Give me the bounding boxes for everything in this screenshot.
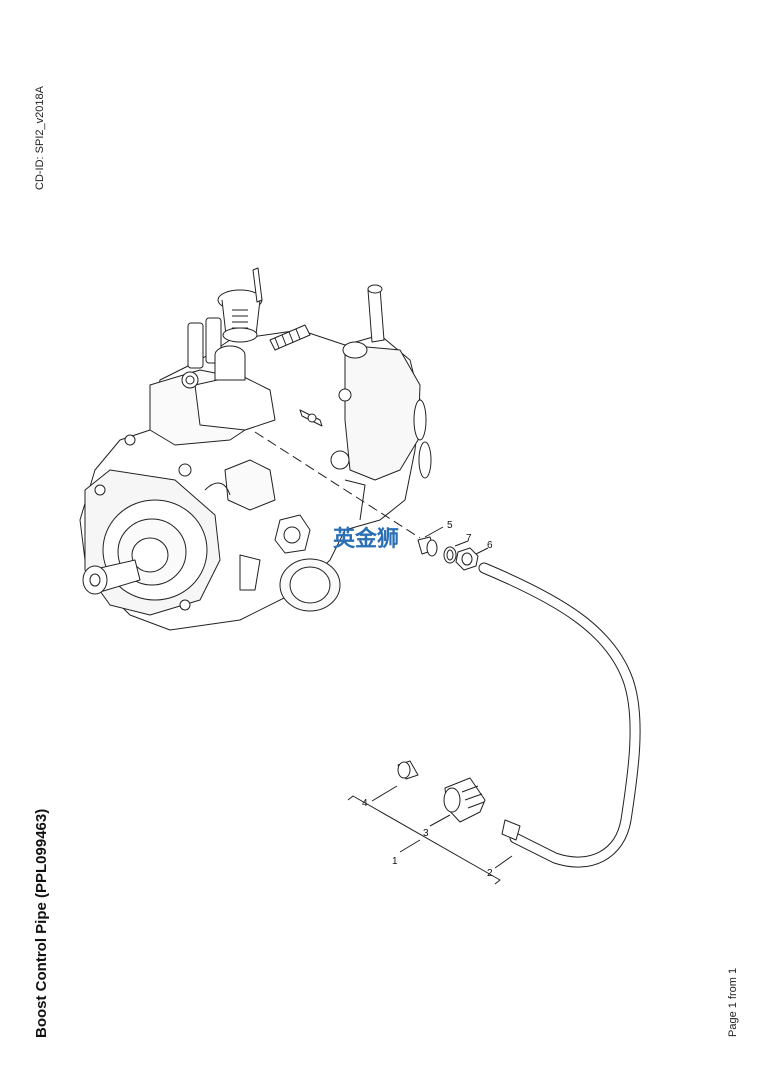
callout-5: 5 <box>447 520 453 531</box>
callout-7: 7 <box>466 533 472 544</box>
boost-control-pipe <box>478 562 641 868</box>
callout-3: 3 <box>423 828 429 839</box>
watermark: 英金狮 <box>333 526 399 552</box>
fitting-parts-lower <box>397 760 486 823</box>
injection-pump-drawing <box>79 267 432 631</box>
callout-1: 1 <box>392 856 398 867</box>
fitting-parts-upper <box>417 536 479 571</box>
callout-4: 4 <box>362 798 368 809</box>
callout-leaders <box>347 526 513 885</box>
callout-2: 2 <box>487 868 493 879</box>
callout-6: 6 <box>487 540 493 551</box>
